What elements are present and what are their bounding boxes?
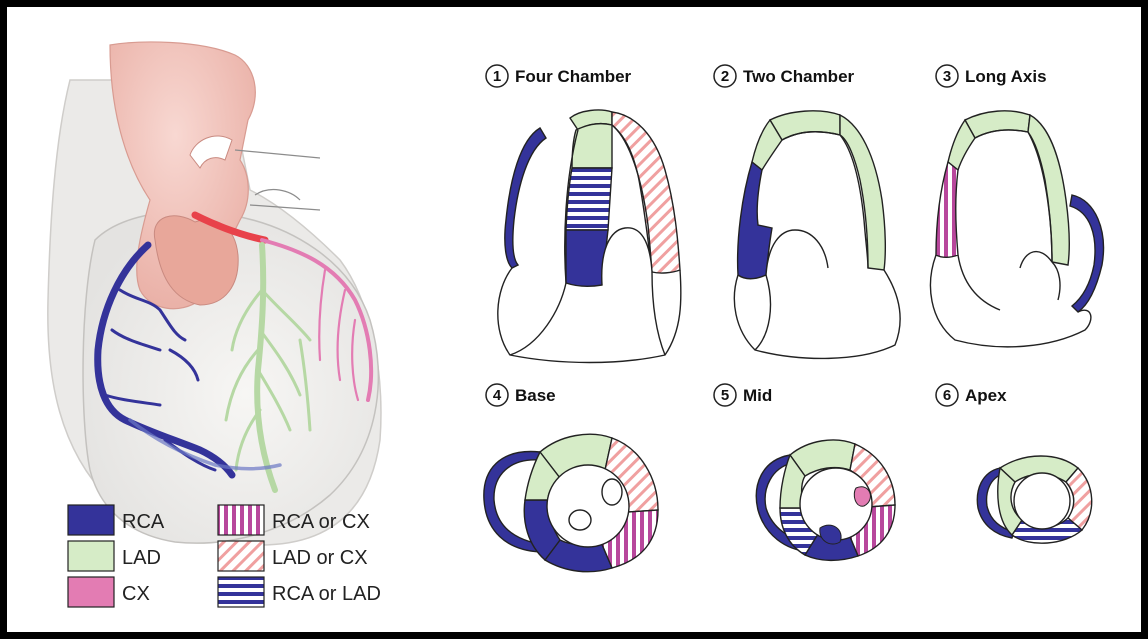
two-chamber-view — [734, 111, 900, 359]
legend-label-rca-or-cx: RCA or CX — [272, 511, 370, 533]
mitral-valve — [602, 228, 652, 285]
legend-swatch-rca — [68, 505, 114, 535]
lad-segment-apex-la — [965, 111, 1030, 138]
rca-segment-rv-wall — [505, 128, 546, 268]
view-number: 6 — [943, 387, 951, 404]
rca-or-cx-segment — [936, 162, 958, 257]
view-number: 5 — [721, 387, 729, 404]
legend-swatch-rca-or-cx — [218, 505, 264, 535]
view-title: Long Axis — [965, 67, 1047, 86]
legend-label-rca: RCA — [122, 511, 165, 533]
lad-segment-anterior — [840, 115, 885, 270]
view-title: Four Chamber — [515, 67, 632, 86]
view-title: Base — [515, 386, 556, 405]
mid-view — [756, 440, 895, 560]
long-axis-outline — [930, 255, 1090, 347]
lad-segment-anterior-septum — [1028, 115, 1069, 265]
papillary-mid-1 — [854, 487, 870, 506]
apex-view — [977, 456, 1091, 543]
rca-or-lad-segment — [566, 168, 612, 230]
mitral-valve-2 — [766, 230, 828, 275]
legend-label-rca-or-lad: RCA or LAD — [272, 583, 381, 605]
heart-illustration — [48, 42, 381, 545]
legend-label-cx: CX — [122, 583, 150, 605]
legend-swatch-rca-or-lad — [218, 577, 264, 607]
two-chamber-outline — [734, 270, 900, 358]
four-chamber-view — [498, 110, 681, 363]
legend-label-lad-or-cx: LAD or CX — [272, 547, 368, 569]
view-number: 3 — [943, 68, 951, 85]
view-title: Two Chamber — [743, 67, 855, 86]
legend-swatch-cx — [68, 577, 114, 607]
legend-swatch-lad — [68, 541, 114, 571]
view-title: Apex — [965, 386, 1007, 405]
view-number: 1 — [493, 68, 501, 85]
lv-cavity-apex — [1014, 473, 1070, 529]
legend-label-lad: LAD — [122, 547, 161, 569]
lv-cavity-base — [547, 465, 629, 547]
legend-swatch-lad-or-cx — [218, 541, 264, 571]
base-view — [484, 434, 658, 571]
view-number: 2 — [721, 68, 729, 85]
view-number: 4 — [493, 387, 502, 404]
view-title: Mid — [743, 386, 772, 405]
long-axis-view — [930, 111, 1103, 347]
lad-segment-apex — [770, 111, 840, 140]
papillary-2 — [569, 510, 591, 530]
rca-arc-long-axis — [1070, 195, 1103, 312]
rca-segment-inferior — [738, 162, 772, 279]
papillary-1 — [602, 479, 622, 505]
